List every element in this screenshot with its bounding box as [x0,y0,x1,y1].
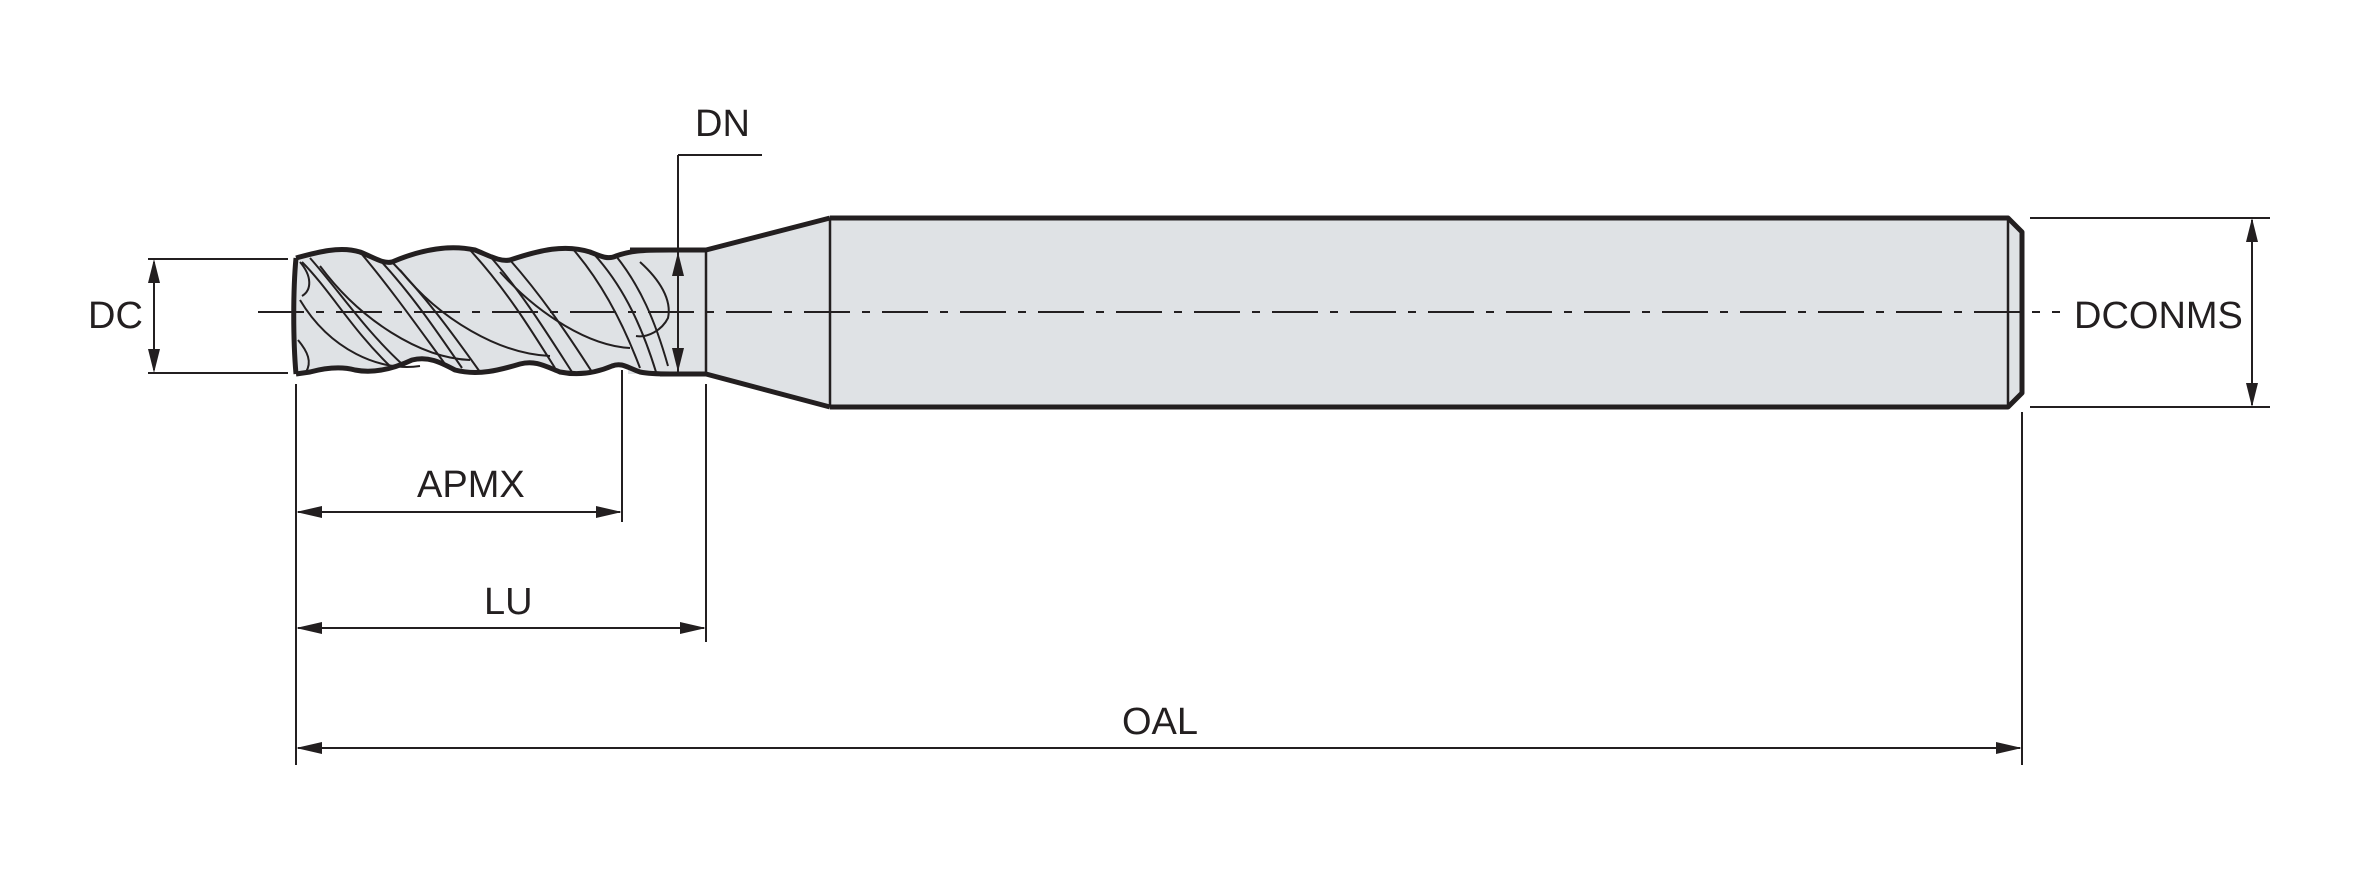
oal-arrow-right [1996,742,2022,754]
flute-curve [299,299,421,368]
end-mill-tool [291,215,2025,410]
cutting-head [296,247,670,374]
flute-curve [499,271,631,349]
flute-curve [635,261,670,338]
flute-curve [399,269,551,357]
flute-curve [319,265,471,361]
apmx-arrow-right [596,506,622,518]
apmx-arrow-left [296,506,322,518]
flute-profile-top [295,245,671,265]
apmx-label: APMX [417,464,525,506]
dc-label: DC [88,295,143,337]
flute-profile-bottom [295,356,671,377]
taper-bottom [705,371,831,410]
lu-label: LU [484,581,533,623]
lu-arrow-right [680,622,706,634]
helix-line [571,247,641,369]
taper-top [705,215,831,253]
helix-line [469,249,556,369]
oal-label: OAL [1122,701,1198,743]
tip-edge [297,261,311,373]
dn-dimension: DN [672,103,762,372]
oal-dimension: OAL [296,701,2022,754]
tool-tip [291,257,299,375]
dn-arrow-top [672,252,684,276]
helix-line [487,253,573,373]
helix-line [591,251,657,373]
shank-outline [830,215,2025,410]
helix-flutes [297,247,670,373]
dconms-dimension: DCONMS [2030,217,2270,408]
lu-arrow-left [296,622,322,634]
oal-arrow-left [296,742,322,754]
dc-dimension: DC [88,258,288,374]
helix-line [615,255,669,367]
dc-arrow-bottom [148,349,160,373]
dconms-arrow-bottom [2246,383,2258,407]
apmx-dimension: APMX [296,464,622,518]
dn-arrow-bottom [672,348,684,372]
lu-dimension: LU [296,581,706,634]
dconms-arrow-top [2246,218,2258,242]
dc-arrow-top [148,259,160,283]
dconms-label: DCONMS [2074,295,2243,337]
dn-label: DN [695,103,750,145]
shank [830,218,2022,407]
